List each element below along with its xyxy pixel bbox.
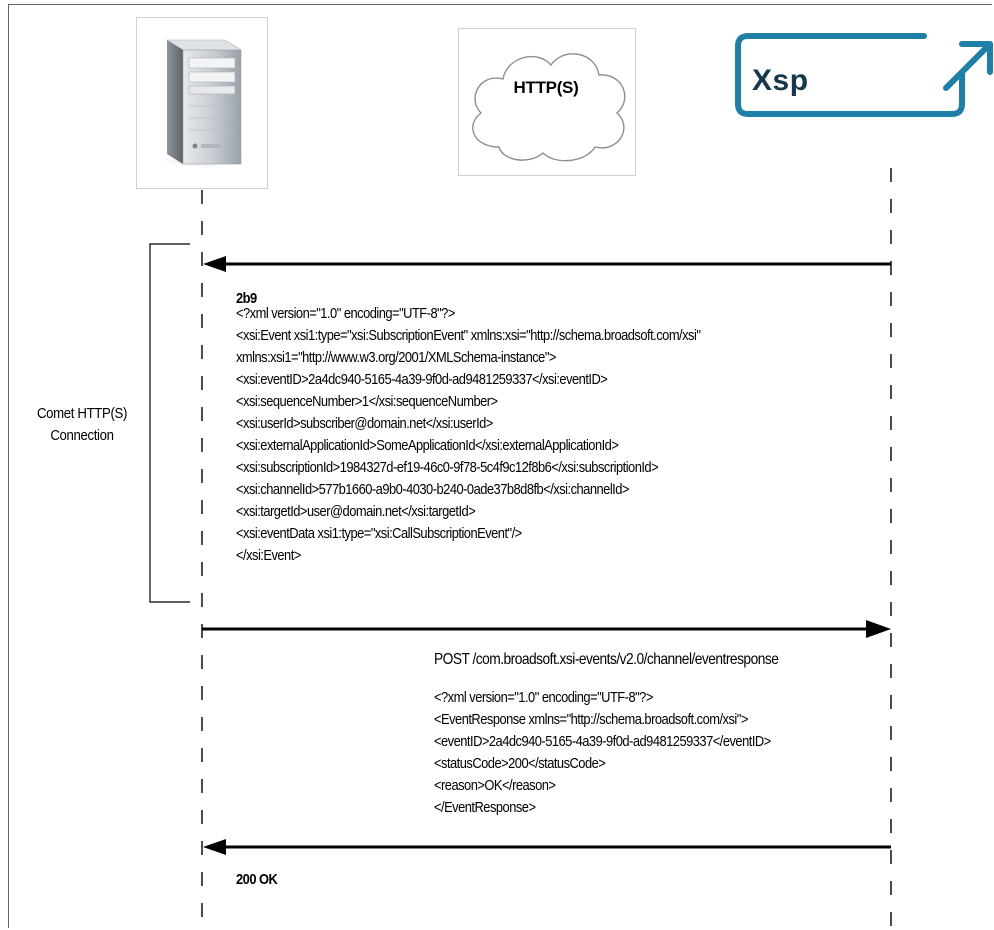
post-line: <reason>OK</reason> [434,777,556,794]
event-chunk-size: 2b9 [236,290,257,307]
post-request-line: POST /com.broadsoft.xsi-events/v2.0/chan… [434,651,779,668]
post-line: <statusCode>200</statusCode> [434,755,606,772]
server-participant [136,17,268,189]
event-line: <xsi:subscriptionId>1984327d-ef19-46c0-9… [236,459,659,476]
post-line: <eventID>2a4dc940-5165-4a39-9f0d-ad94812… [434,733,771,750]
event-line: <xsi:externalApplicationId>SomeApplicati… [236,437,619,454]
event-line: <xsi:eventID>2a4dc940-5165-4a39-9f0d-ad9… [236,371,608,388]
event-line: xmlns:xsi1="http://www.w3.org/2001/XMLSc… [236,349,556,366]
event-line: <xsi:Event xsi1:type="xsi:SubscriptionEv… [236,327,701,344]
event-line: <xsi:targetId>user@domain.net</xsi:targe… [236,503,476,520]
event-line: </xsi:Event> [236,547,301,564]
connection-bracket [149,243,190,603]
post-line: </EventResponse> [434,799,536,816]
cloud-label: HTTP(S) [513,78,579,97]
cloud-icon [472,53,626,162]
server-tower-icon [155,39,251,169]
event-line: <?xml version="1.0" encoding="UTF-8"?> [236,305,455,322]
post-line: <?xml version="1.0" encoding="UTF-8"?> [434,689,653,706]
event-line: <xsi:userId>subscriber@domain.net</xsi:u… [236,415,493,432]
diagram-frame [8,4,992,928]
event-arrow [203,256,891,272]
event-line: <xsi:sequenceNumber>1</xsi:sequenceNumbe… [236,393,498,410]
response-arrow [203,839,891,855]
http-cloud-participant [458,28,636,176]
event-line: <xsi:channelId>577b1660-a9b0-4030-b240-0… [236,481,629,498]
post-line: <EventResponse xmlns="http://schema.broa… [434,711,748,728]
event-line: <xsi:eventData xsi1:type="xsi:CallSubscr… [236,525,522,542]
xsp-label: Xsp [752,64,809,97]
response-status: 200 OK [236,871,278,888]
post-arrow [202,620,891,638]
connection-label: Comet HTTP(S) Connection [36,405,128,444]
